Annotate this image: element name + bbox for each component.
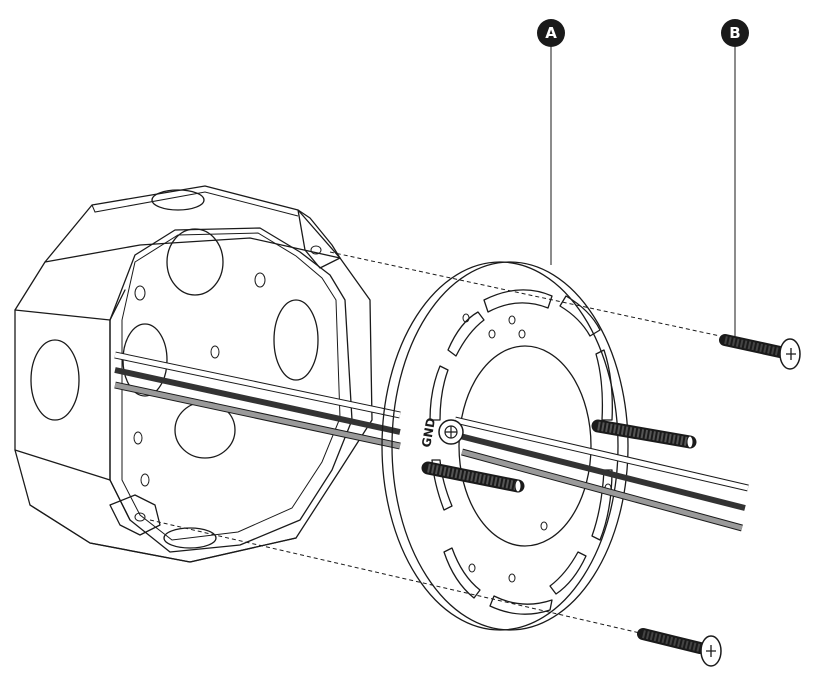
mounting-screw-lower — [637, 628, 722, 667]
alignment-line-top — [329, 251, 721, 337]
wires-back — [114, 351, 401, 450]
ground-label: GND — [419, 417, 438, 449]
callout-b-label: B — [729, 24, 740, 42]
mounting-screw-upper — [719, 334, 801, 370]
ground-screw — [438, 419, 464, 445]
alignment-line-bottom — [149, 519, 641, 634]
callout-a-label: A — [545, 24, 557, 42]
callout-a: A — [537, 19, 565, 265]
threaded-nipple-lower — [421, 461, 525, 493]
threaded-nipple-upper — [591, 419, 697, 449]
callout-b: B — [721, 19, 749, 338]
wires-front — [454, 416, 749, 532]
